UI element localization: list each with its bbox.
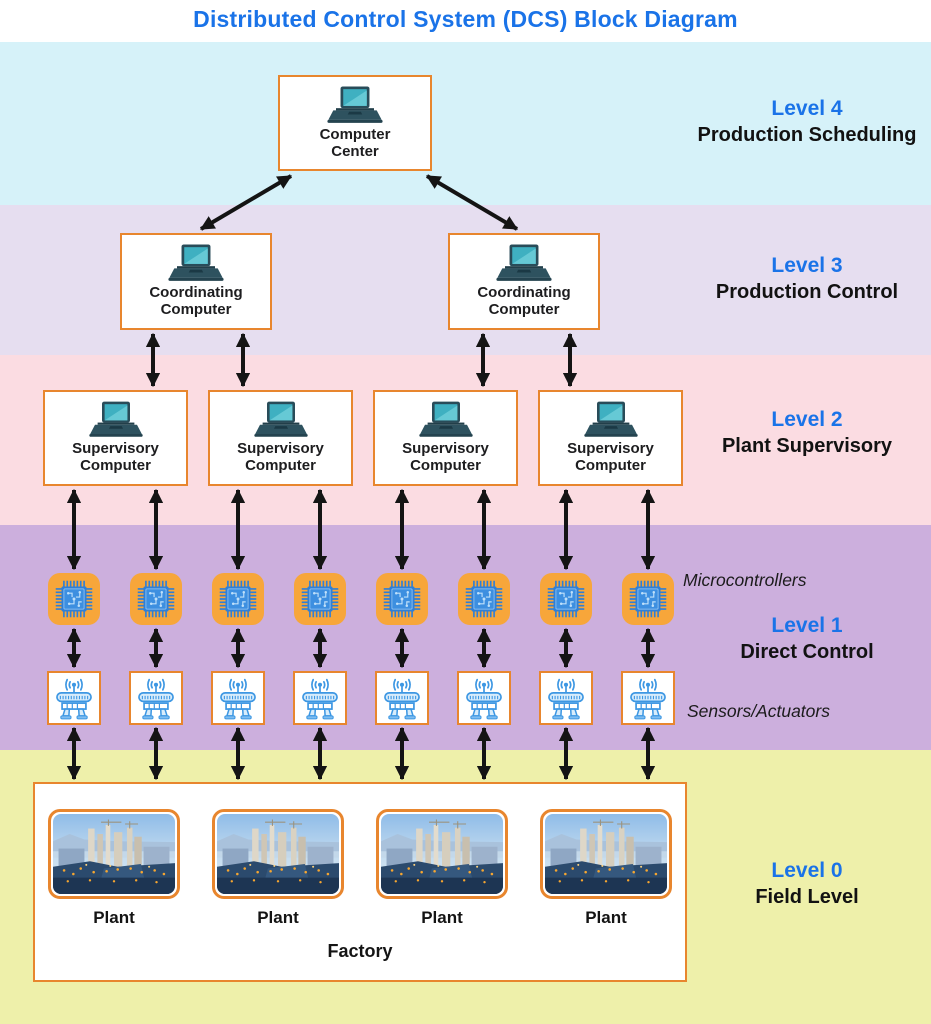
level3-label: Level 3 [771,254,843,277]
plant-photo [376,809,508,899]
laptop-icon [167,244,225,282]
node-label: Coordinating Computer [149,284,243,318]
wireless-device-icon [461,675,507,721]
factory-box: Plant Plant Plant Plant Factory [33,782,687,982]
level4-caption: Level 4 Production Scheduling [682,95,931,148]
level1-label: Level 1 [771,614,843,637]
node-coordinating-computer-2: Coordinating Computer [448,233,600,330]
microcontroller-icon [130,573,182,625]
plant-figure: Plant [540,809,672,928]
wireless-device-icon [379,675,425,721]
laptop-icon [88,401,144,438]
sensors-actuators-annotation: Sensors/Actuators [687,701,830,721]
laptop-icon [495,244,553,282]
laptop-icon [418,401,474,438]
laptop-icon [253,401,309,438]
plant-label: Plant [585,908,627,927]
plants-row: Plant Plant Plant Plant [48,809,672,928]
factory-label: Factory [327,941,393,961]
sensor-actuator-icon [47,671,101,725]
chip-icon [459,574,509,624]
microcontroller-icon [212,573,264,625]
level3-name: Production Control [715,281,899,304]
plant-label: Plant [257,908,299,927]
chip-icon [623,574,673,624]
node-supervisory-computer-2: Supervisory Computer [208,390,353,486]
laptop-icon [583,401,639,438]
sensor-actuator-icon [293,671,347,725]
laptop-icon [326,86,384,124]
plant-figure: Plant [376,809,508,928]
plant-figure: Plant [212,809,344,928]
microcontroller-icon [294,573,346,625]
sensor-actuator-icon [621,671,675,725]
level1-caption: Level 1 Direct Control [682,612,931,665]
chip-icon [49,574,99,624]
level1-name: Direct Control [740,641,874,664]
wireless-device-icon [543,675,589,721]
node-label: Supervisory Computer [567,440,654,474]
microcontroller-icon [376,573,428,625]
microcontroller-icon [48,573,100,625]
plant-label: Plant [93,908,135,927]
microcontroller-icon [458,573,510,625]
level4-label: Level 4 [771,97,843,120]
node-computer-center: Computer Center [278,75,432,171]
plant-photo [540,809,672,899]
level0-name: Field Level [755,886,859,909]
node-label: Coordinating Computer [477,284,571,318]
level2-name: Plant Supervisory [721,435,893,458]
chip-icon [295,574,345,624]
chip-icon [377,574,427,624]
microcontroller-icon [622,573,674,625]
sensor-actuator-icon [211,671,265,725]
sensor-actuator-icon [129,671,183,725]
node-label: Supervisory Computer [237,440,324,474]
node-supervisory-computer-4: Supervisory Computer [538,390,683,486]
wireless-device-icon [51,675,97,721]
node-label: Supervisory Computer [72,440,159,474]
industrial-plant-image [381,814,503,894]
sensor-actuator-icon [539,671,593,725]
wireless-device-icon [215,675,261,721]
level3-caption: Level 3 Production Control [682,252,931,305]
node-supervisory-computer-3: Supervisory Computer [373,390,518,486]
wireless-device-icon [133,675,179,721]
node-label: Computer Center [319,125,391,160]
level0-label: Level 0 [771,859,843,882]
sensor-actuator-icon [457,671,511,725]
industrial-plant-image [53,814,175,894]
level2-label: Level 2 [771,408,843,431]
microcontrollers-annotation: Microcontrollers [683,570,807,590]
level0-caption: Level 0 Field Level [682,857,931,910]
level4-name: Production Scheduling [697,124,917,147]
diagram-title: Distributed Control System (DCS) Block D… [193,6,738,32]
chip-icon [541,574,591,624]
node-coordinating-computer-1: Coordinating Computer [120,233,272,330]
plant-photo [212,809,344,899]
plant-label: Plant [421,908,463,927]
level2-caption: Level 2 Plant Supervisory [682,406,931,459]
chip-icon [131,574,181,624]
chip-icon [213,574,263,624]
industrial-plant-image [217,814,339,894]
plant-photo [48,809,180,899]
microcontroller-icon [540,573,592,625]
node-supervisory-computer-1: Supervisory Computer [43,390,188,486]
node-label: Supervisory Computer [402,440,489,474]
wireless-device-icon [625,675,671,721]
wireless-device-icon [297,675,343,721]
industrial-plant-image [545,814,667,894]
sensor-actuator-icon [375,671,429,725]
plant-figure: Plant [48,809,180,928]
